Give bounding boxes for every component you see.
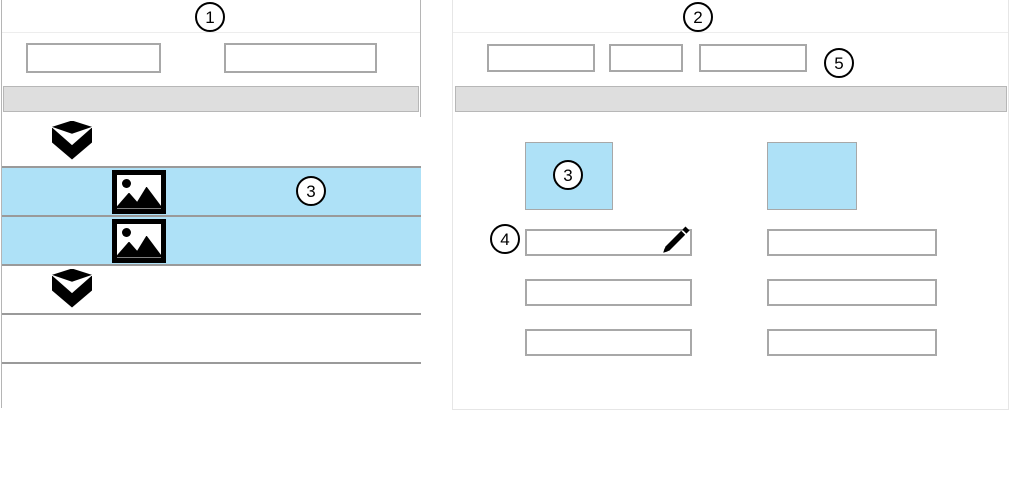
callout-4-number: 4	[500, 229, 510, 249]
callout-5-number: 5	[834, 53, 844, 73]
right-toolbar	[453, 33, 1008, 85]
right-content-area	[453, 113, 1008, 409]
right-panel	[452, 0, 1009, 410]
callout-badge-2: 2	[683, 2, 713, 32]
form-field-5[interactable]	[767, 279, 937, 306]
image-icon	[112, 169, 166, 214]
left-list	[2, 117, 421, 411]
form-field-4[interactable]	[767, 229, 937, 256]
editable-name-field[interactable]	[525, 229, 692, 256]
callout-badge-3-list: 3	[296, 176, 326, 206]
callout-1-number: 1	[205, 7, 215, 27]
right-toolbar-button-2[interactable]	[609, 44, 683, 72]
left-list-header-bar	[3, 86, 419, 112]
callout-2-number: 2	[693, 7, 703, 27]
callout-3-number-thumb: 3	[563, 165, 573, 185]
thumbnail-preview-2[interactable]	[767, 142, 857, 210]
image-icon	[112, 218, 166, 263]
pencil-edit-icon[interactable]	[659, 223, 693, 257]
right-content-header-bar	[455, 86, 1007, 112]
left-toolbar-button-1[interactable]	[26, 43, 161, 73]
callout-3-number: 3	[306, 181, 316, 201]
cube-icon	[50, 120, 94, 163]
left-panel	[1, 0, 421, 411]
form-field-3[interactable]	[525, 329, 692, 356]
callout-badge-3-thumbnail: 3	[553, 160, 583, 190]
right-toolbar-button-3[interactable]	[699, 44, 807, 72]
right-toolbar-button-1[interactable]	[487, 44, 595, 72]
list-item[interactable]	[2, 215, 421, 264]
list-item[interactable]	[2, 117, 421, 166]
list-item[interactable]	[2, 362, 421, 411]
callout-badge-1: 1	[195, 2, 225, 32]
left-toolbar	[2, 33, 420, 85]
cube-icon	[50, 268, 94, 311]
form-field-6[interactable]	[767, 329, 937, 356]
form-field-2[interactable]	[525, 279, 692, 306]
left-toolbar-button-2[interactable]	[224, 43, 377, 73]
callout-badge-4: 4	[490, 224, 520, 254]
right-panel-title-strip	[453, 0, 1008, 33]
callout-badge-5: 5	[824, 48, 854, 78]
list-item[interactable]	[2, 264, 421, 313]
list-item[interactable]	[2, 313, 421, 362]
list-item[interactable]	[2, 166, 421, 215]
